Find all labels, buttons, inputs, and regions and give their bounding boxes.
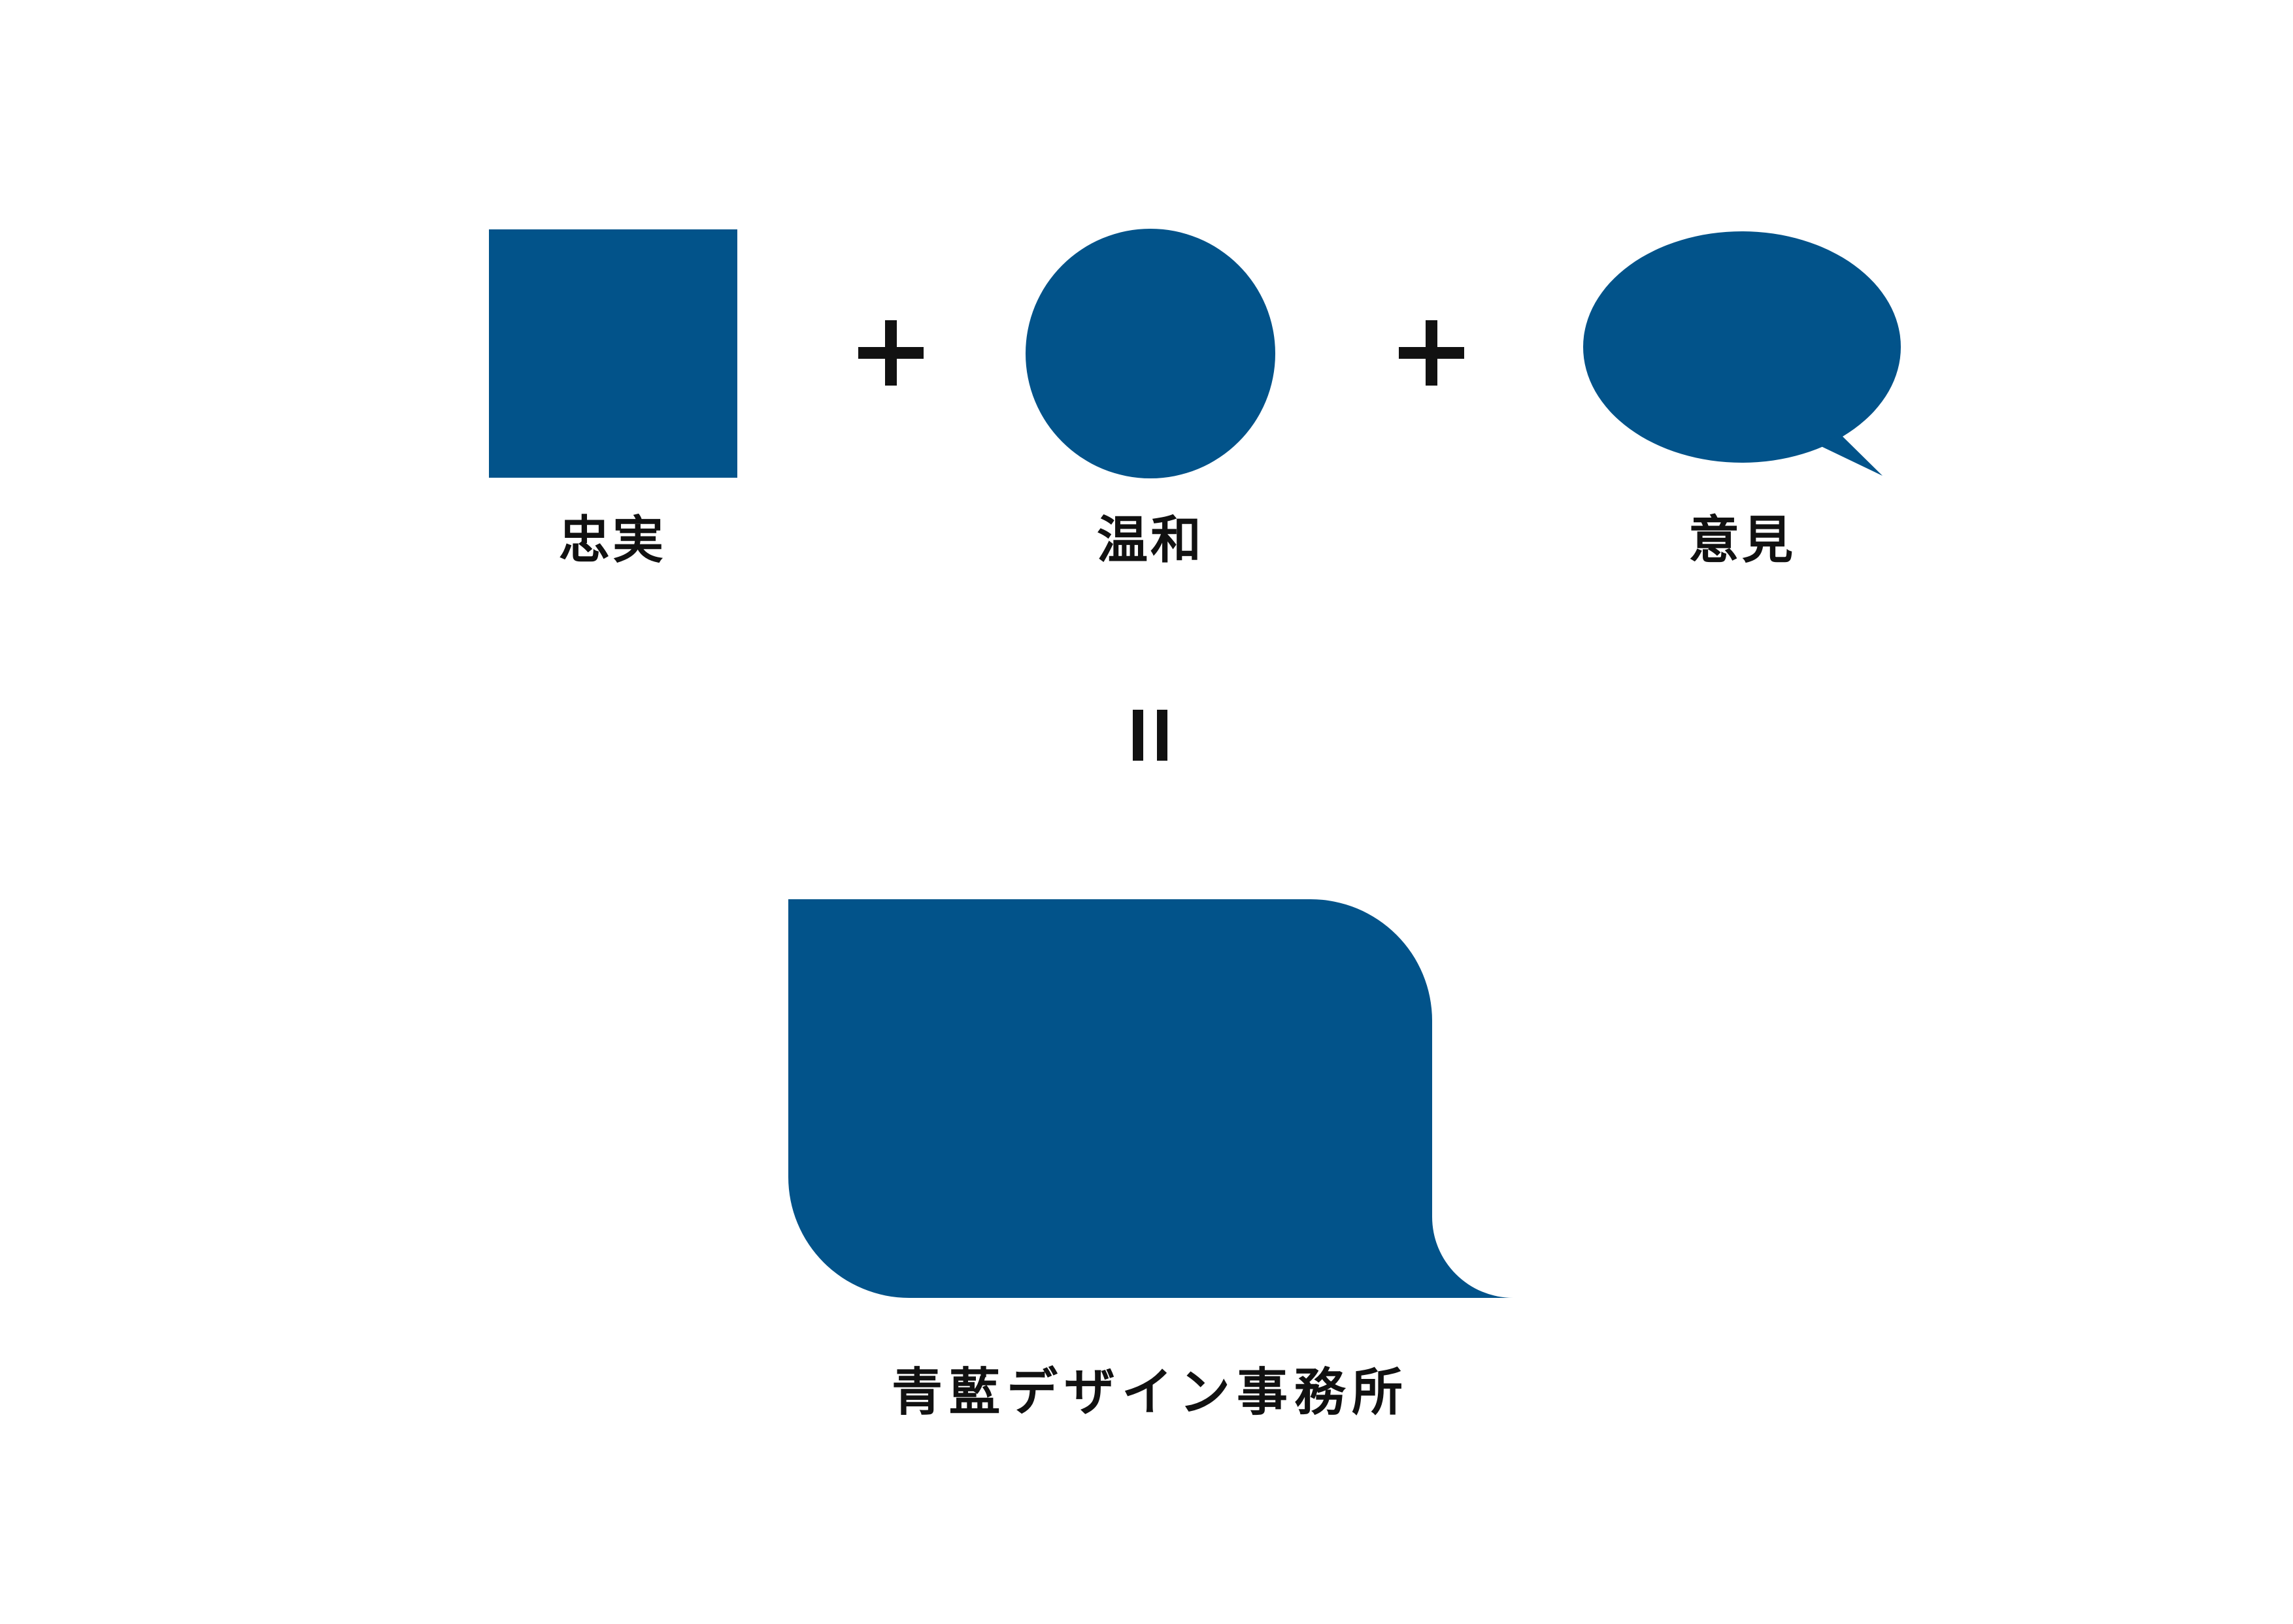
combined-logo-mark bbox=[788, 899, 1513, 1298]
plus-sign-1 bbox=[858, 320, 924, 386]
company-name: 青藍デザイン事務所 bbox=[891, 1363, 1410, 1422]
speech-bubble-icon bbox=[1583, 231, 1901, 476]
label-gentle: 温和 bbox=[1096, 510, 1205, 570]
equals-sign bbox=[1133, 710, 1167, 761]
square-icon bbox=[489, 229, 737, 478]
label-opinion: 意見 bbox=[1688, 510, 1796, 570]
label-faithful: 忠実 bbox=[558, 510, 667, 570]
circle-icon bbox=[1026, 229, 1275, 478]
plus-sign-2 bbox=[1399, 320, 1464, 386]
